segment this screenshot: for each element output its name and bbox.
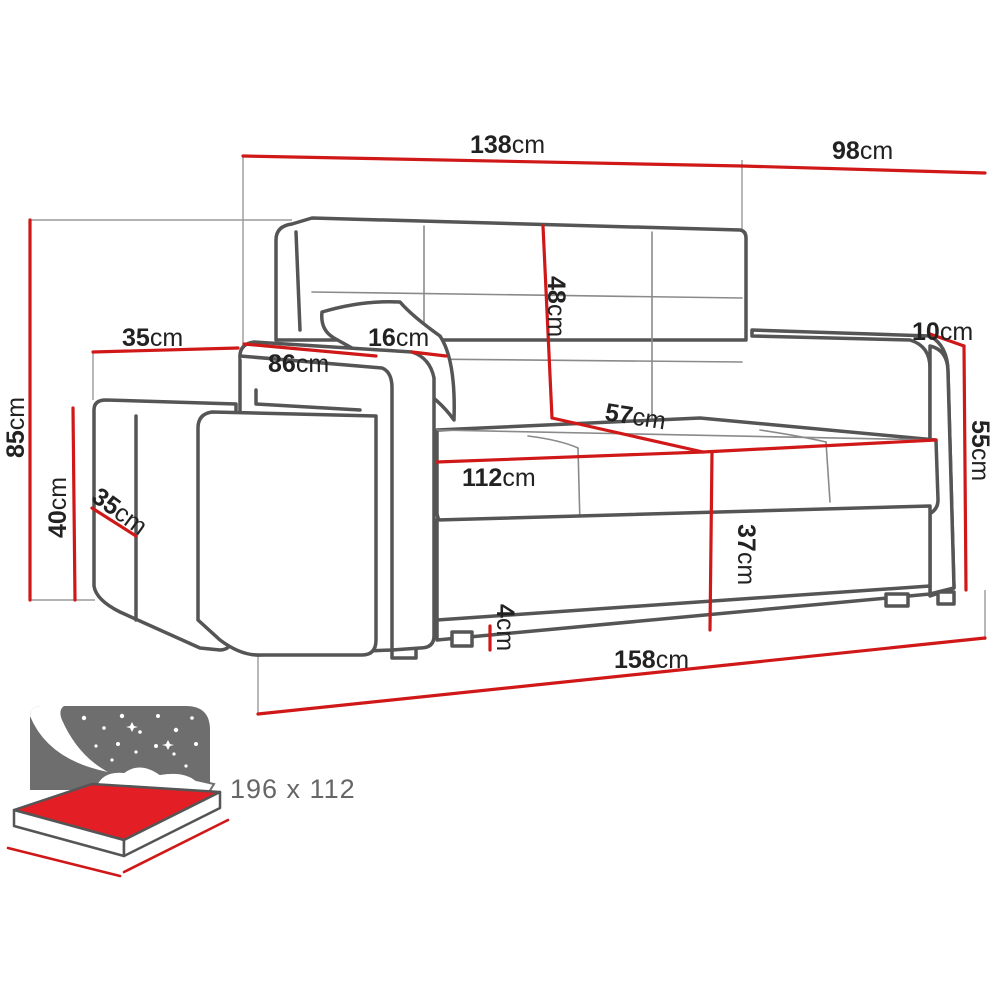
sofa-leg: [936, 590, 956, 606]
guide-lines: [30, 156, 986, 715]
label-pouf-height: 40cm: [44, 477, 72, 538]
sofa-right-armrest: [750, 328, 956, 598]
pouf: [92, 388, 378, 657]
label-pouf-width: 35cm: [122, 324, 183, 352]
label-side-depth-top: 98cm: [832, 137, 893, 165]
label-total-depth-top: 138cm: [470, 131, 545, 159]
sleeping-bed-night-icon: [6, 706, 230, 878]
label-backrest-height: 48cm: [542, 276, 570, 337]
dimension-lines: [28, 154, 987, 716]
label-armrest-width: 16cm: [368, 324, 429, 352]
bed-size-label: 196 x 112: [230, 774, 356, 804]
label-height-total: 85cm: [2, 397, 30, 458]
label-seat-width: 112cm: [462, 464, 536, 492]
sofa-leg: [884, 592, 910, 608]
label-total-width: 158cm: [614, 646, 689, 674]
sofa-leg: [450, 630, 474, 648]
night-stars: [81, 713, 198, 768]
label-seat-depth: 57cm: [603, 398, 668, 435]
label-arm-top: 10cm: [912, 318, 973, 346]
dimension-labels: 138cm 98cm 85cm 35cm 86cm 16cm 48cm 57cm…: [2, 131, 994, 674]
sofa-base: [390, 504, 956, 660]
label-leg-height: 4cm: [491, 604, 519, 651]
label-armrest-depth: 86cm: [268, 350, 329, 378]
label-arm-height: 55cm: [966, 420, 994, 481]
label-seat-height: 37cm: [732, 524, 760, 585]
